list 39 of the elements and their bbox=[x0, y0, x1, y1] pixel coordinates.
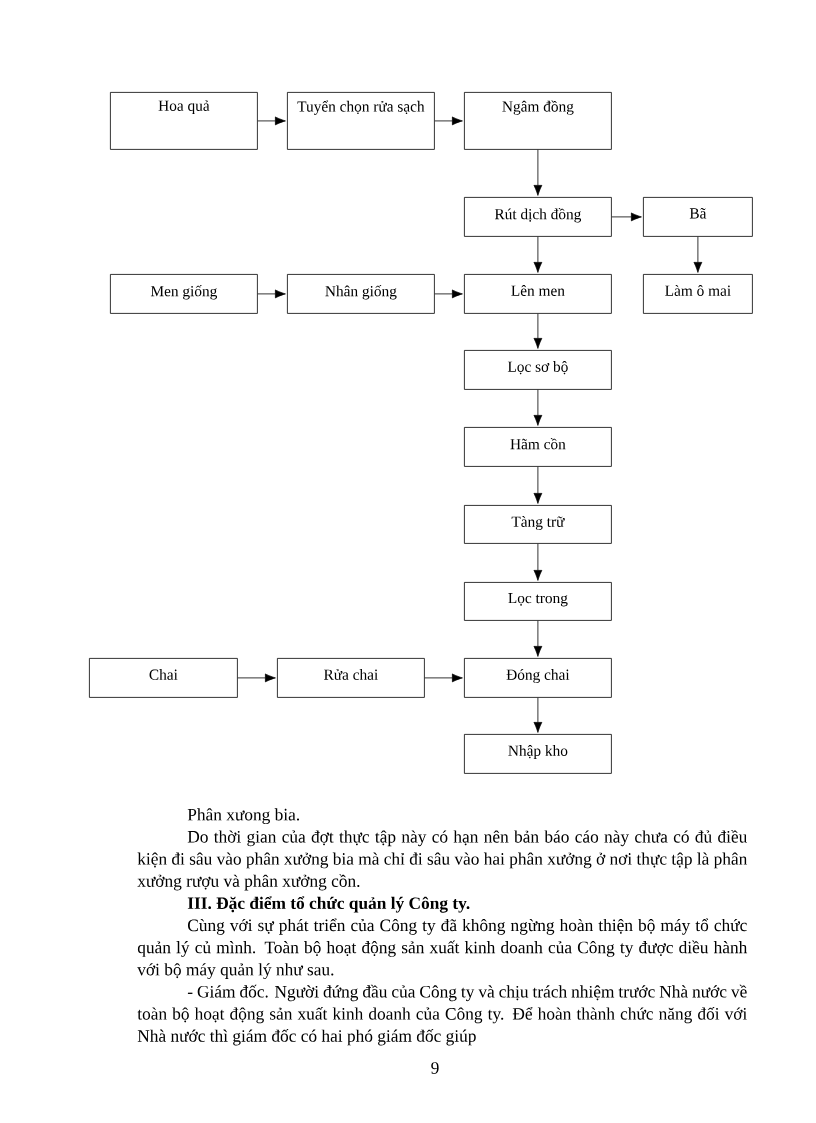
process-box: Nhân giống bbox=[287, 274, 435, 314]
process-box: Tuyển chọn rửa sạch bbox=[287, 92, 435, 150]
process-box: Đóng chai bbox=[464, 658, 612, 698]
process-box: Ngâm đồng bbox=[464, 92, 612, 150]
arrow bbox=[611, 212, 642, 222]
process-box: Bã bbox=[643, 197, 753, 237]
arrow bbox=[424, 673, 463, 683]
process-box: Lọc trong bbox=[464, 582, 612, 621]
process-box: Men giống bbox=[110, 274, 258, 314]
process-box: Lên men bbox=[464, 274, 612, 314]
paragraph: Cùng với sự phát triển của Công ty đã không ngừng hoàn thiện bộ máy tổ chức quản lý củ mình. Toàn bộ hoạt động sản xuất kinh doanh của Công ty được diều hành với bộ máy quản lý như sau. bbox=[137, 918, 748, 979]
process-box: Hãm cồn bbox=[464, 427, 612, 467]
process-box: Nhập kho bbox=[464, 734, 612, 774]
arrow bbox=[533, 313, 543, 349]
arrow bbox=[533, 236, 543, 273]
paragraph: - Giám đốc. Người đứng đầu của Công ty và chịu trách nhiệm trước Nhà nước về toàn bộ hoạt động sản xuất kinh doanh của Công ty. Để hoàn thành chức năng đối với Nhà nước thì giám đốc có hai phó giám đốc giúp bbox=[137, 984, 747, 1046]
arrow bbox=[533, 543, 543, 581]
process-box: Hoa quả bbox=[110, 92, 258, 150]
paragraph: Do thời gian của đợt thực tập này có hạn nên bản báo cáo này chưa có đủ điều kiện đi sâu vào phân xưởng bia mà chỉ đi sâu vào hai phân xưởng ở nơi thực tập là phân xưởng rượu và phân xưởng cồn. bbox=[137, 829, 748, 891]
process-box: Rút dịch đồng bbox=[464, 197, 612, 237]
arrow bbox=[533, 149, 543, 196]
process-box: Rửa chai bbox=[277, 658, 425, 698]
paragraph: Phân xưong bia. bbox=[187, 808, 299, 825]
arrow bbox=[533, 466, 543, 504]
arrow bbox=[533, 620, 543, 657]
process-box: Chai bbox=[89, 658, 238, 698]
arrow bbox=[257, 116, 286, 126]
arrow bbox=[237, 673, 276, 683]
arrow bbox=[257, 289, 286, 299]
page-number: 9 bbox=[431, 1062, 439, 1074]
arrow bbox=[434, 116, 463, 126]
section-heading: III. Đặc điểm tổ chức quản lý Công ty. bbox=[187, 896, 470, 913]
arrow bbox=[533, 389, 543, 426]
process-box: Lọc sơ bộ bbox=[464, 350, 612, 390]
arrow bbox=[434, 289, 463, 299]
process-box: Tàng trữ bbox=[464, 505, 612, 544]
arrow bbox=[533, 697, 543, 733]
arrow bbox=[693, 236, 703, 273]
process-box: Làm ô mai bbox=[643, 274, 753, 314]
